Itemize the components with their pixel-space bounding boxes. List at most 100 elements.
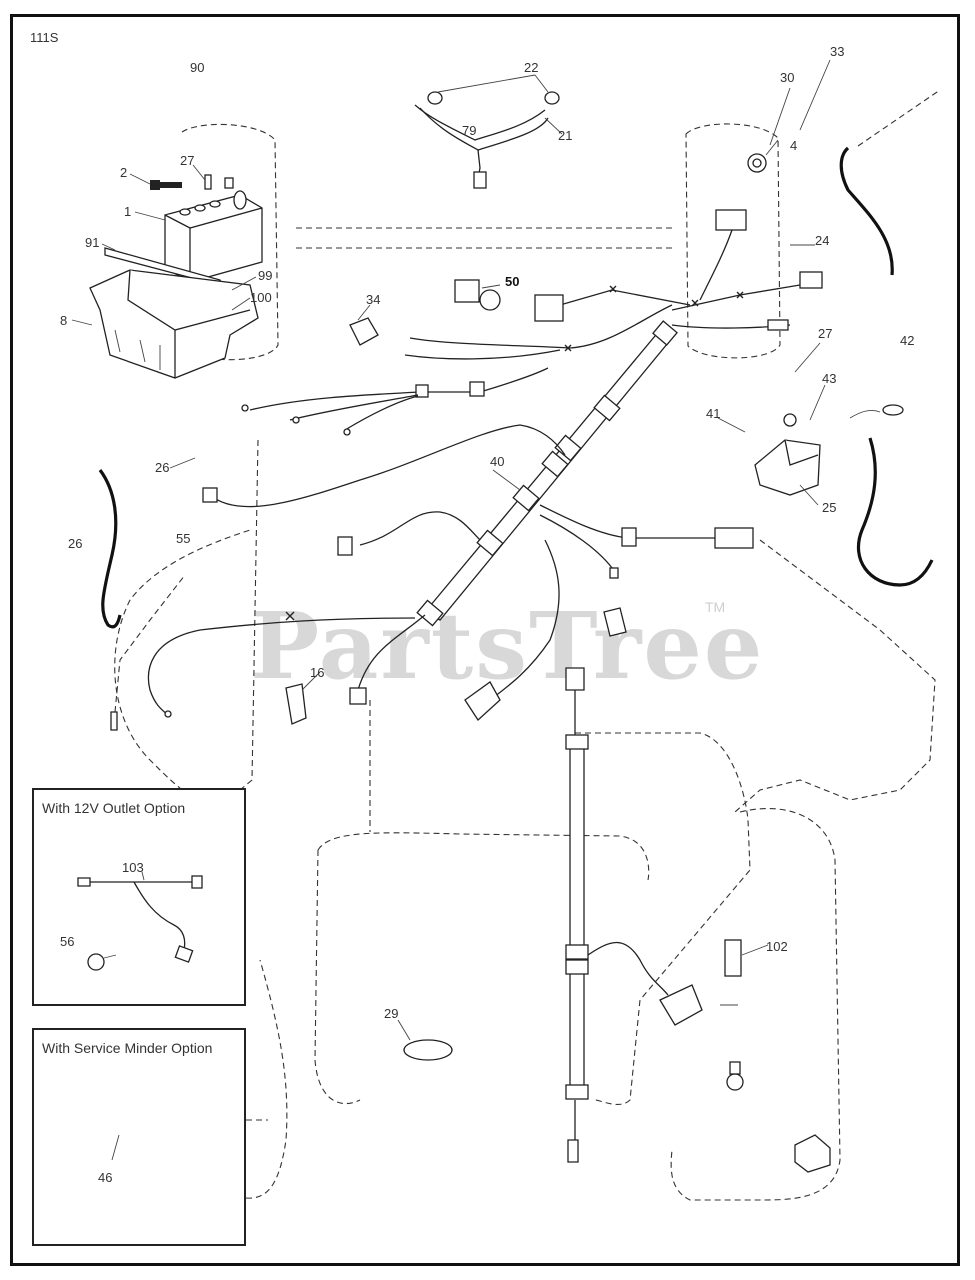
battery bbox=[164, 190, 263, 283]
switch-16-icon bbox=[285, 683, 307, 725]
relay-rear-icon bbox=[659, 984, 703, 1026]
callout-55: 55 bbox=[176, 531, 190, 546]
connector-mid2-icon bbox=[337, 536, 353, 556]
outlet-socket-icon bbox=[87, 953, 105, 971]
battery-tray bbox=[89, 269, 259, 379]
inset-link-outline bbox=[245, 959, 288, 1199]
terminal-27-icon bbox=[767, 319, 789, 331]
callout-24: 24 bbox=[815, 233, 829, 248]
connector-right2-icon bbox=[714, 527, 754, 549]
outlet-plug-connector-icon bbox=[174, 945, 194, 963]
harness-branch-left3 bbox=[344, 395, 419, 431]
harness-branch-16 bbox=[357, 614, 426, 691]
callout-25: 25 bbox=[822, 500, 836, 515]
harness-branch-34 bbox=[409, 304, 673, 349]
callout-91: 91 bbox=[85, 235, 99, 250]
connector-102-icon bbox=[724, 939, 742, 977]
ring-terminal-icon bbox=[292, 416, 300, 424]
callout-50: 50 bbox=[505, 274, 519, 289]
watermark-tm: TM bbox=[705, 599, 725, 615]
inset-12v-outlet-title: With 12V Outlet Option bbox=[42, 800, 186, 816]
main-body-outline bbox=[114, 439, 259, 804]
harness-branch-down bbox=[539, 514, 616, 573]
harness-branch-ground bbox=[147, 617, 416, 716]
callout-27-top: 27 bbox=[180, 153, 194, 168]
harness-rear bbox=[565, 734, 589, 1163]
cut-markers bbox=[140, 285, 744, 889]
bolt-icon bbox=[150, 180, 182, 190]
harness-branch-left2 bbox=[289, 394, 419, 421]
fuse-icon bbox=[726, 1073, 744, 1091]
callout-21: 21 bbox=[558, 128, 572, 143]
right-column-outline bbox=[685, 123, 781, 359]
callout-79: 79 bbox=[462, 123, 476, 138]
callout-26-top: 26 bbox=[155, 460, 169, 475]
diagram-frame bbox=[10, 14, 960, 1266]
ground-terminal-icon bbox=[164, 710, 172, 718]
callout-42: 42 bbox=[900, 333, 914, 348]
callout-30: 30 bbox=[780, 70, 794, 85]
outlet-plug-icon bbox=[454, 279, 501, 311]
harness-branch-up bbox=[699, 229, 733, 301]
ground-dash bbox=[114, 574, 186, 713]
outlet-connector-icon bbox=[191, 875, 203, 889]
cable-26-left bbox=[98, 469, 122, 629]
connector-left-icon bbox=[415, 384, 429, 398]
callout-27-right: 27 bbox=[818, 326, 832, 341]
callout-16: 16 bbox=[310, 665, 324, 680]
terminal-cap-icon bbox=[224, 177, 234, 189]
callout-29: 29 bbox=[384, 1006, 398, 1021]
callout-8: 8 bbox=[60, 313, 67, 328]
bracket-25 bbox=[754, 413, 821, 496]
headlight-harness bbox=[414, 91, 560, 189]
solenoid-icon bbox=[794, 1134, 831, 1173]
outlet-branch-wire bbox=[133, 881, 186, 951]
callout-90: 90 bbox=[190, 60, 204, 75]
cable-33-dash bbox=[857, 89, 941, 147]
callout-40: 40 bbox=[490, 454, 504, 469]
inset-12v-outlet: With 12V Outlet Option 103 56 bbox=[32, 788, 246, 1006]
connector-24-icon bbox=[799, 271, 823, 289]
outlet-socket-lead bbox=[103, 954, 117, 959]
ring-terminal-icon bbox=[241, 404, 249, 412]
watermark: PartsTree bbox=[250, 592, 764, 700]
callout-102: 102 bbox=[766, 939, 788, 954]
callout-34: 34 bbox=[366, 292, 380, 307]
ring-42-icon bbox=[882, 404, 904, 416]
callout-26-left: 26 bbox=[68, 536, 82, 551]
cable-33 bbox=[839, 146, 894, 276]
harness-branch-34b bbox=[404, 349, 561, 360]
rear-fender-outline bbox=[734, 539, 936, 813]
inset-service-minder: With Service Minder Option 46 bbox=[32, 1028, 246, 1246]
connector-rear-top bbox=[565, 667, 585, 691]
harness-branch-50 bbox=[559, 289, 691, 306]
outlet-103-lead bbox=[141, 871, 145, 881]
center-column-outline bbox=[575, 732, 751, 1105]
frame-outline bbox=[317, 832, 650, 881]
lower-right-outline bbox=[670, 808, 841, 1201]
callout-1: 1 bbox=[124, 204, 131, 219]
callout-103: 103 bbox=[122, 860, 144, 875]
cable-26-right bbox=[856, 437, 934, 587]
ground-bolt-icon bbox=[110, 711, 118, 731]
harness-branch-26a bbox=[209, 424, 566, 508]
seat-switch-connector bbox=[464, 681, 501, 721]
diagram-code: 111S bbox=[30, 30, 59, 45]
callout-56: 56 bbox=[60, 934, 74, 949]
connector-26-icon bbox=[202, 487, 218, 503]
leader-lines bbox=[71, 59, 831, 1041]
harness-branch-24 bbox=[671, 284, 801, 311]
ring-terminal-icon bbox=[343, 428, 351, 436]
callout-43: 43 bbox=[822, 371, 836, 386]
inset-service-minder-drawing: 46 bbox=[98, 1134, 120, 1185]
connector-icon bbox=[715, 209, 747, 231]
terminal-post-icon bbox=[204, 174, 212, 190]
fuse-holder-icon bbox=[729, 1061, 741, 1075]
battery-area-outline bbox=[181, 123, 279, 361]
callout-4: 4 bbox=[790, 138, 797, 153]
minder-lead bbox=[111, 1134, 120, 1161]
callout-46: 46 bbox=[98, 1170, 112, 1185]
callout-99: 99 bbox=[258, 268, 272, 283]
